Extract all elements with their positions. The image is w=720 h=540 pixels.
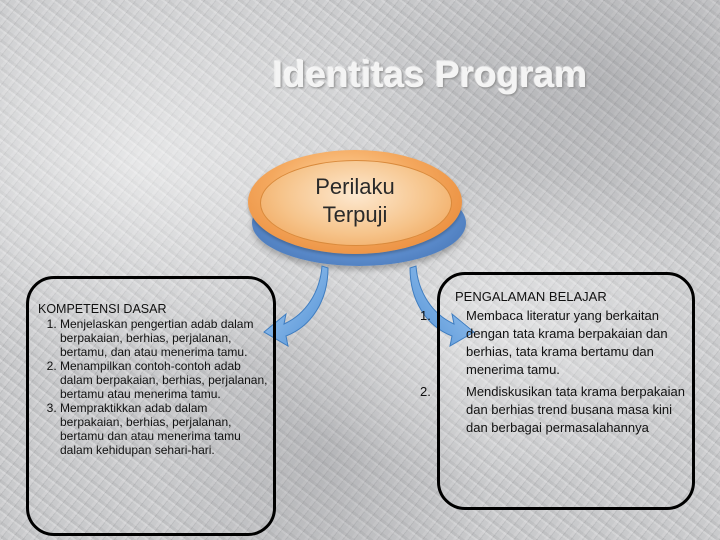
item-number: 2. bbox=[420, 384, 431, 399]
center-label-line2: Terpuji bbox=[322, 202, 388, 227]
pengalaman-list: 1. Membaca literatur yang berkaitan deng… bbox=[420, 307, 688, 441]
right-curved-arrow bbox=[409, 265, 475, 347]
center-oval: Perilaku Terpuji bbox=[240, 128, 480, 268]
item-number: 1. bbox=[420, 308, 431, 323]
kompetensi-box bbox=[26, 276, 276, 536]
center-label: Perilaku Terpuji bbox=[260, 158, 450, 244]
pengalaman-heading: PENGALAMAN BELAJAR bbox=[455, 289, 607, 304]
list-item: 2. Mendiskusikan tata krama berpakaian d… bbox=[420, 383, 688, 437]
kompetensi-content: KOMPETENSI DASAR Menjelaskan pengertian … bbox=[38, 302, 268, 457]
pengalaman-box bbox=[437, 272, 695, 510]
slide-title: Identitas Program bbox=[272, 54, 588, 95]
kompetensi-heading: KOMPETENSI DASAR bbox=[38, 302, 167, 316]
list-item: Menjelaskan pengertian adab dalam berpak… bbox=[60, 317, 268, 359]
list-item: Menampilkan contoh-contoh adab dalam ber… bbox=[60, 359, 268, 401]
list-item: Mempraktikkan adab dalam berpakaian, ber… bbox=[60, 401, 268, 457]
left-curved-arrow bbox=[263, 265, 329, 347]
kompetensi-list: Menjelaskan pengertian adab dalam berpak… bbox=[38, 317, 268, 457]
item-text: Membaca literatur yang berkaitan dengan … bbox=[466, 308, 668, 377]
oval-face bbox=[260, 160, 452, 246]
center-label-line1: Perilaku bbox=[315, 174, 395, 199]
item-text: Mendiskusikan tata krama berpakaian dan … bbox=[466, 384, 685, 435]
list-item: 1. Membaca literatur yang berkaitan deng… bbox=[420, 307, 688, 379]
